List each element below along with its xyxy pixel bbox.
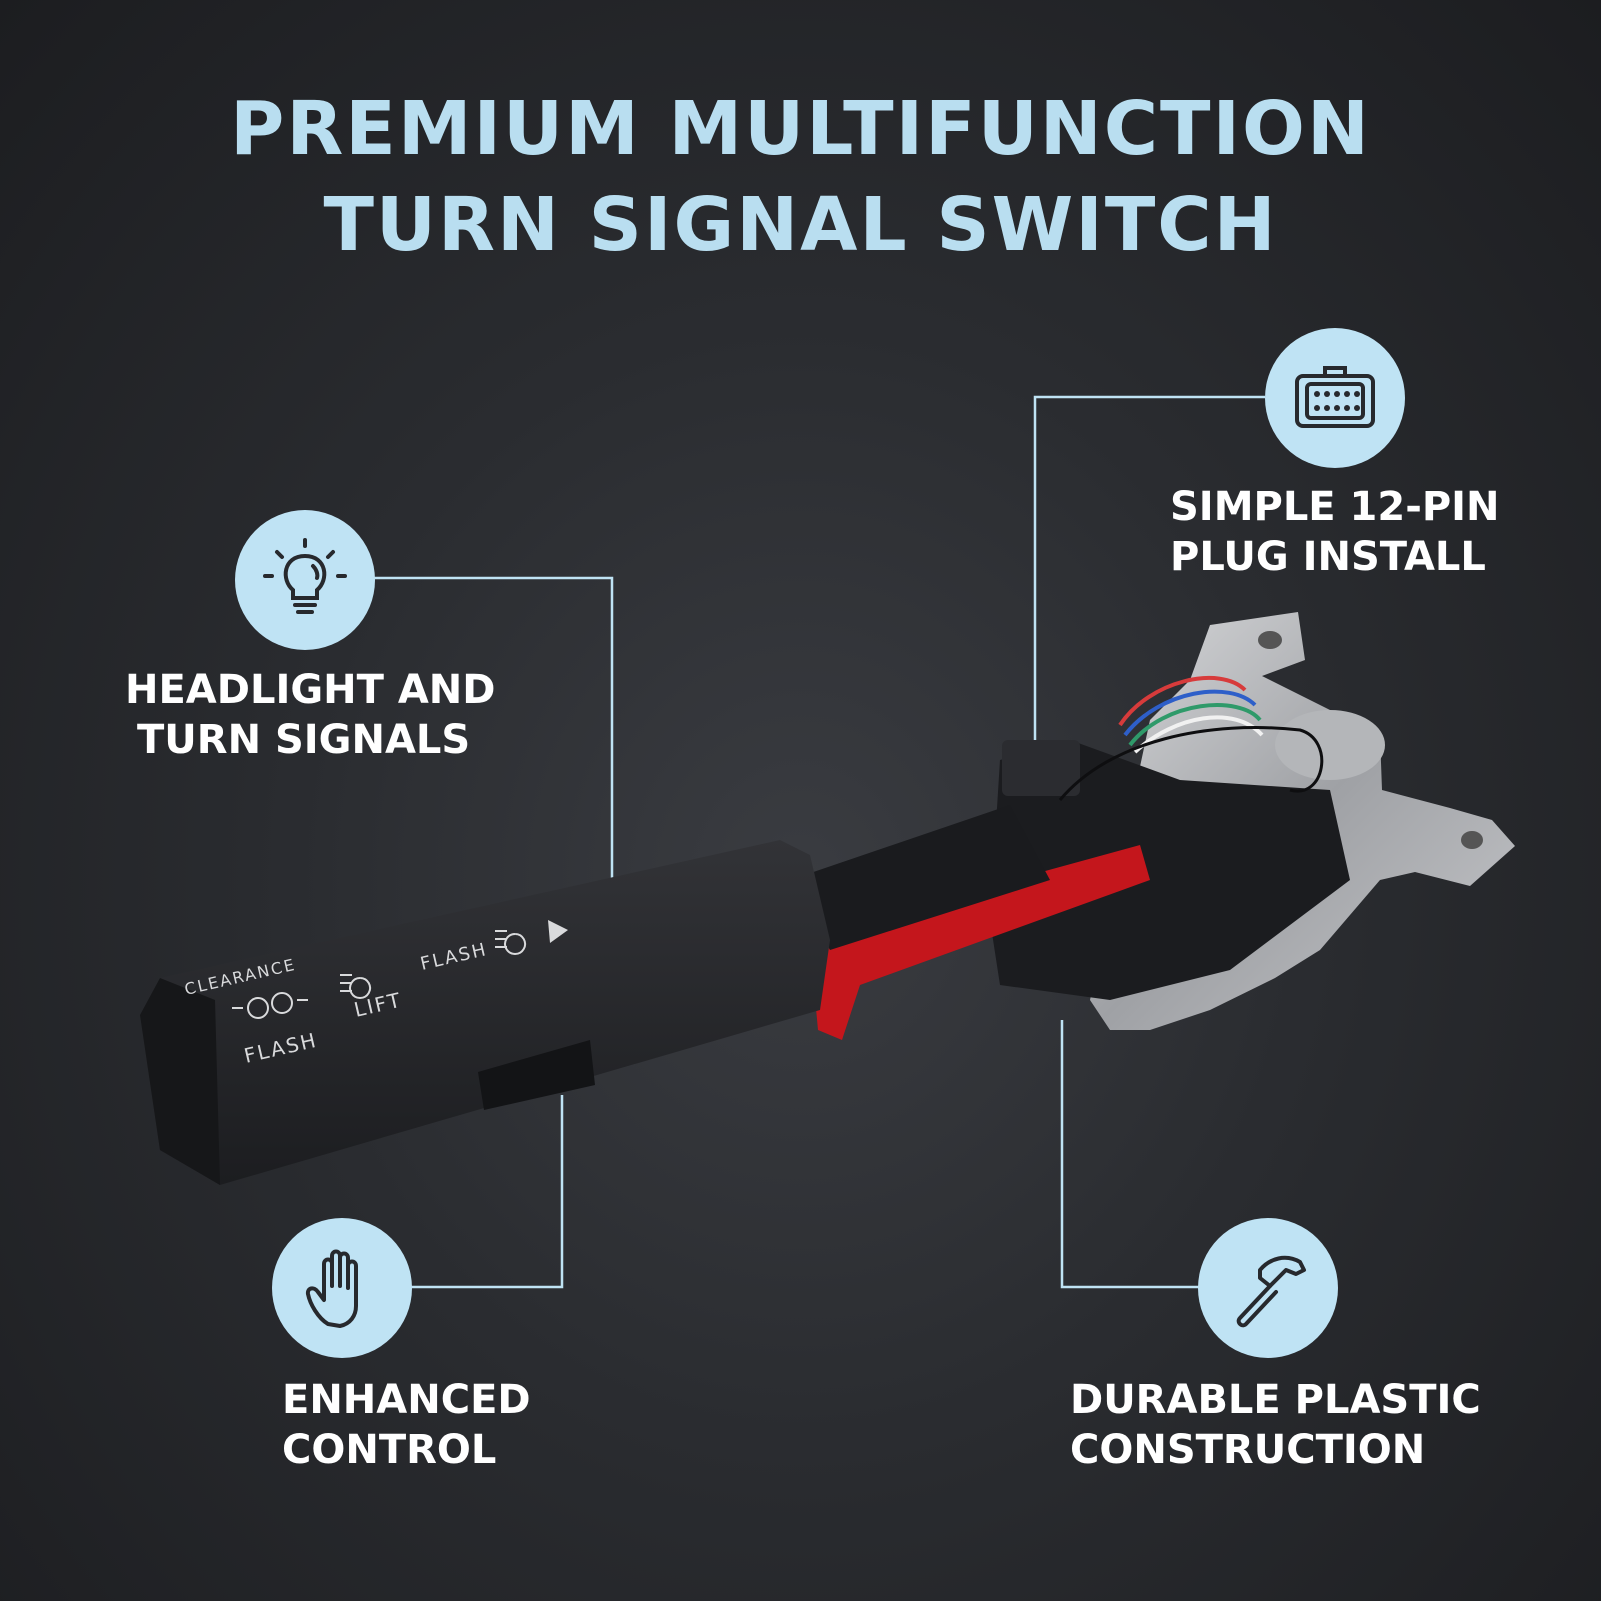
clearance-lamp-icon bbox=[232, 992, 308, 1019]
feature-plug-line-1: SIMPLE 12-PIN bbox=[1170, 484, 1500, 530]
plug-callout-line bbox=[1033, 395, 1265, 740]
hammer-badge bbox=[1198, 1218, 1338, 1358]
lever-handle bbox=[140, 840, 830, 1185]
lever-shaft bbox=[790, 805, 1050, 950]
feature-headlight-line-1: HEADLIGHT AND bbox=[125, 667, 496, 713]
feature-construction-line-2: CONSTRUCTION bbox=[1070, 1427, 1426, 1473]
red-tab bbox=[812, 845, 1150, 1040]
feature-plug: SIMPLE 12-PIN PLUG INSTALL bbox=[1170, 482, 1500, 582]
hand-icon bbox=[305, 1249, 358, 1328]
arrow-icon bbox=[548, 920, 568, 943]
feature-control-line-2: CONTROL bbox=[282, 1427, 497, 1473]
headlight-callout-line bbox=[373, 576, 614, 898]
title-line-2: TURN SIGNAL SWITCH bbox=[323, 182, 1278, 268]
feature-headlight-line-2: TURN SIGNALS bbox=[137, 717, 471, 763]
feature-headlight: HEADLIGHT AND TURN SIGNALS bbox=[125, 665, 496, 765]
control-callout-line bbox=[408, 1095, 564, 1289]
construction-callout-line bbox=[1060, 1020, 1205, 1289]
feature-control: ENHANCED CONTROL bbox=[282, 1375, 531, 1475]
feature-construction: DURABLE PLASTIC CONSTRUCTION bbox=[1070, 1375, 1481, 1475]
headlight-flash-icon bbox=[495, 930, 527, 955]
feature-construction-line-1: DURABLE PLASTIC bbox=[1070, 1377, 1481, 1423]
wires bbox=[1058, 675, 1324, 801]
headlight-lift-icon bbox=[340, 974, 372, 999]
hammer-icon bbox=[1236, 1255, 1306, 1328]
switch-housing bbox=[990, 740, 1350, 1000]
title-line-1: PREMIUM MULTIFUNCTION bbox=[230, 86, 1371, 172]
connector-plug-badge bbox=[1265, 328, 1405, 468]
connector-plug-icon bbox=[1295, 366, 1375, 428]
feature-control-line-1: ENHANCED bbox=[282, 1377, 531, 1423]
lightbulb-badge bbox=[235, 510, 375, 650]
hand-badge bbox=[272, 1218, 412, 1358]
lightbulb-icon bbox=[263, 538, 347, 614]
feature-plug-line-2: PLUG INSTALL bbox=[1170, 534, 1486, 580]
